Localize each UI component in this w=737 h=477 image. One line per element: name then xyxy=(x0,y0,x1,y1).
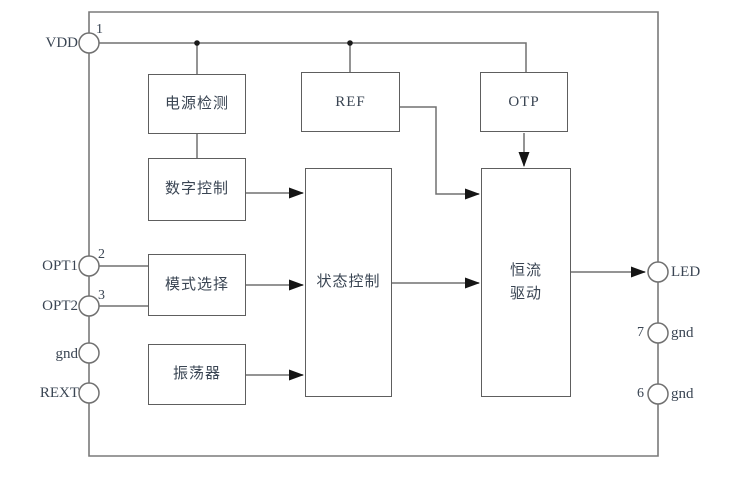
pin-rext-circle xyxy=(78,382,100,404)
block-digital-control-label: 数字控制 xyxy=(164,181,229,197)
wire-vdd-bus xyxy=(99,42,527,72)
block-otp-label: OTP xyxy=(508,93,540,110)
block-mode-select: 模式选择 xyxy=(148,254,246,316)
pin-number-2: 2 xyxy=(98,247,105,262)
pin-label-gnd6: gnd xyxy=(671,386,694,402)
junction-dot xyxy=(347,40,353,46)
pin-gnd-left-circle xyxy=(78,342,100,364)
block-digital-control: 数字控制 xyxy=(148,158,246,221)
block-state-control-label: 状态控制 xyxy=(316,274,381,290)
pin-label-gnd-left: gnd xyxy=(55,346,79,362)
pin-gnd6-circle xyxy=(647,383,669,405)
pin-label-rext: REXT xyxy=(39,385,79,401)
arrow-ref-to-driver xyxy=(400,106,480,200)
pin-gnd7-circle xyxy=(647,322,669,344)
block-ref-label: REF xyxy=(335,93,366,110)
pin-label-opt1: OPT1 xyxy=(42,258,78,274)
pin-label-vdd: VDD xyxy=(45,35,79,51)
pin-number-1: 1 xyxy=(96,22,103,37)
pin-vdd-circle xyxy=(78,32,100,54)
block-mode-select-label: 模式选择 xyxy=(164,276,229,293)
pin-number-6: 6 xyxy=(637,386,644,401)
block-ref: REF xyxy=(301,72,400,132)
pin-number-3: 3 xyxy=(98,288,105,303)
block-state-control: 状态控制 xyxy=(305,168,392,397)
pin-opt2-circle xyxy=(78,295,100,317)
block-power-detect: 电源检测 xyxy=(148,74,246,134)
driver-label-line2: 驱动 xyxy=(509,285,542,302)
block-otp: OTP xyxy=(480,72,568,132)
block-constant-current-driver-label: 恒流 驱动 xyxy=(510,260,542,306)
junction-dot xyxy=(194,40,200,46)
pin-opt1-circle xyxy=(78,255,100,277)
pin-led-circle xyxy=(647,261,669,283)
block-power-detect-label: 电源检测 xyxy=(164,95,229,112)
block-oscillator: 振荡器 xyxy=(148,344,246,405)
driver-label-line1: 恒流 xyxy=(509,262,542,279)
block-constant-current-driver: 恒流 驱动 xyxy=(481,168,571,397)
block-oscillator-label: 振荡器 xyxy=(172,366,221,382)
pin-label-gnd7: gnd xyxy=(671,325,694,341)
pin-label-led: LED xyxy=(671,264,701,280)
pin-label-opt2: OPT2 xyxy=(42,298,78,314)
pin-number-7: 7 xyxy=(637,325,644,340)
